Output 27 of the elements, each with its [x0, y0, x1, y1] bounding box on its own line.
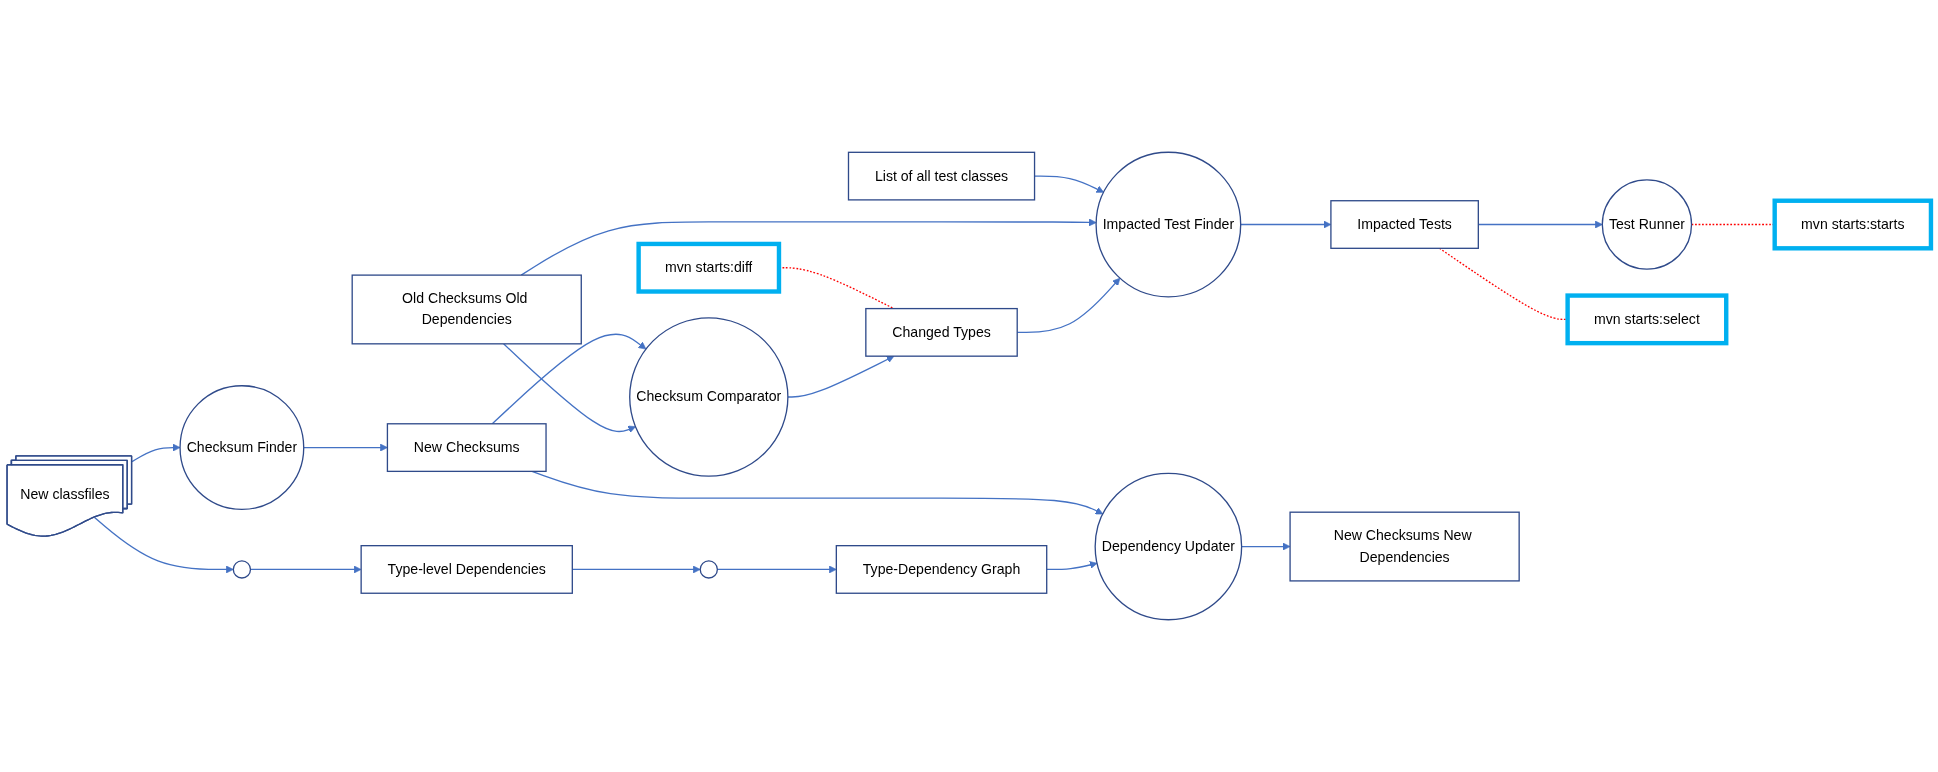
node-circle: [699, 560, 719, 579]
node-box: Old Checksums Old Dependencies: [351, 274, 582, 345]
node-box: mvn starts:starts: [1772, 198, 1934, 251]
arrow: [520, 218, 1097, 276]
node-circle: Checksum Finder: [179, 385, 305, 511]
arrow: [787, 355, 895, 398]
arrow: [531, 470, 1104, 515]
arrow: [491, 333, 647, 425]
node-circle: Dependency Updater: [1094, 472, 1243, 621]
node-box: New Checksums New Dependencies: [1289, 511, 1520, 582]
node-circle: [232, 560, 252, 579]
node-box: List of all test classes: [847, 151, 1036, 201]
node-box: mvn starts:select: [1565, 293, 1729, 346]
arrow: [502, 343, 636, 433]
arrow: [131, 443, 181, 463]
node-box: New Checksums: [386, 423, 547, 473]
arrow: [1046, 561, 1098, 571]
node-box: mvn starts:diff: [636, 241, 782, 294]
node-box: Type-Dependency Graph: [835, 545, 1048, 594]
node-circle: Test Runner: [1601, 179, 1693, 270]
node-box: Impacted Tests: [1330, 200, 1479, 249]
node-box: Type-level Dependencies: [360, 545, 573, 594]
arrow: [93, 516, 234, 574]
arrow: [303, 443, 388, 452]
node-circle: Checksum Comparator: [629, 317, 789, 477]
node-circle: Impacted Test Finder: [1095, 151, 1242, 298]
node-box: Changed Types: [865, 307, 1018, 357]
